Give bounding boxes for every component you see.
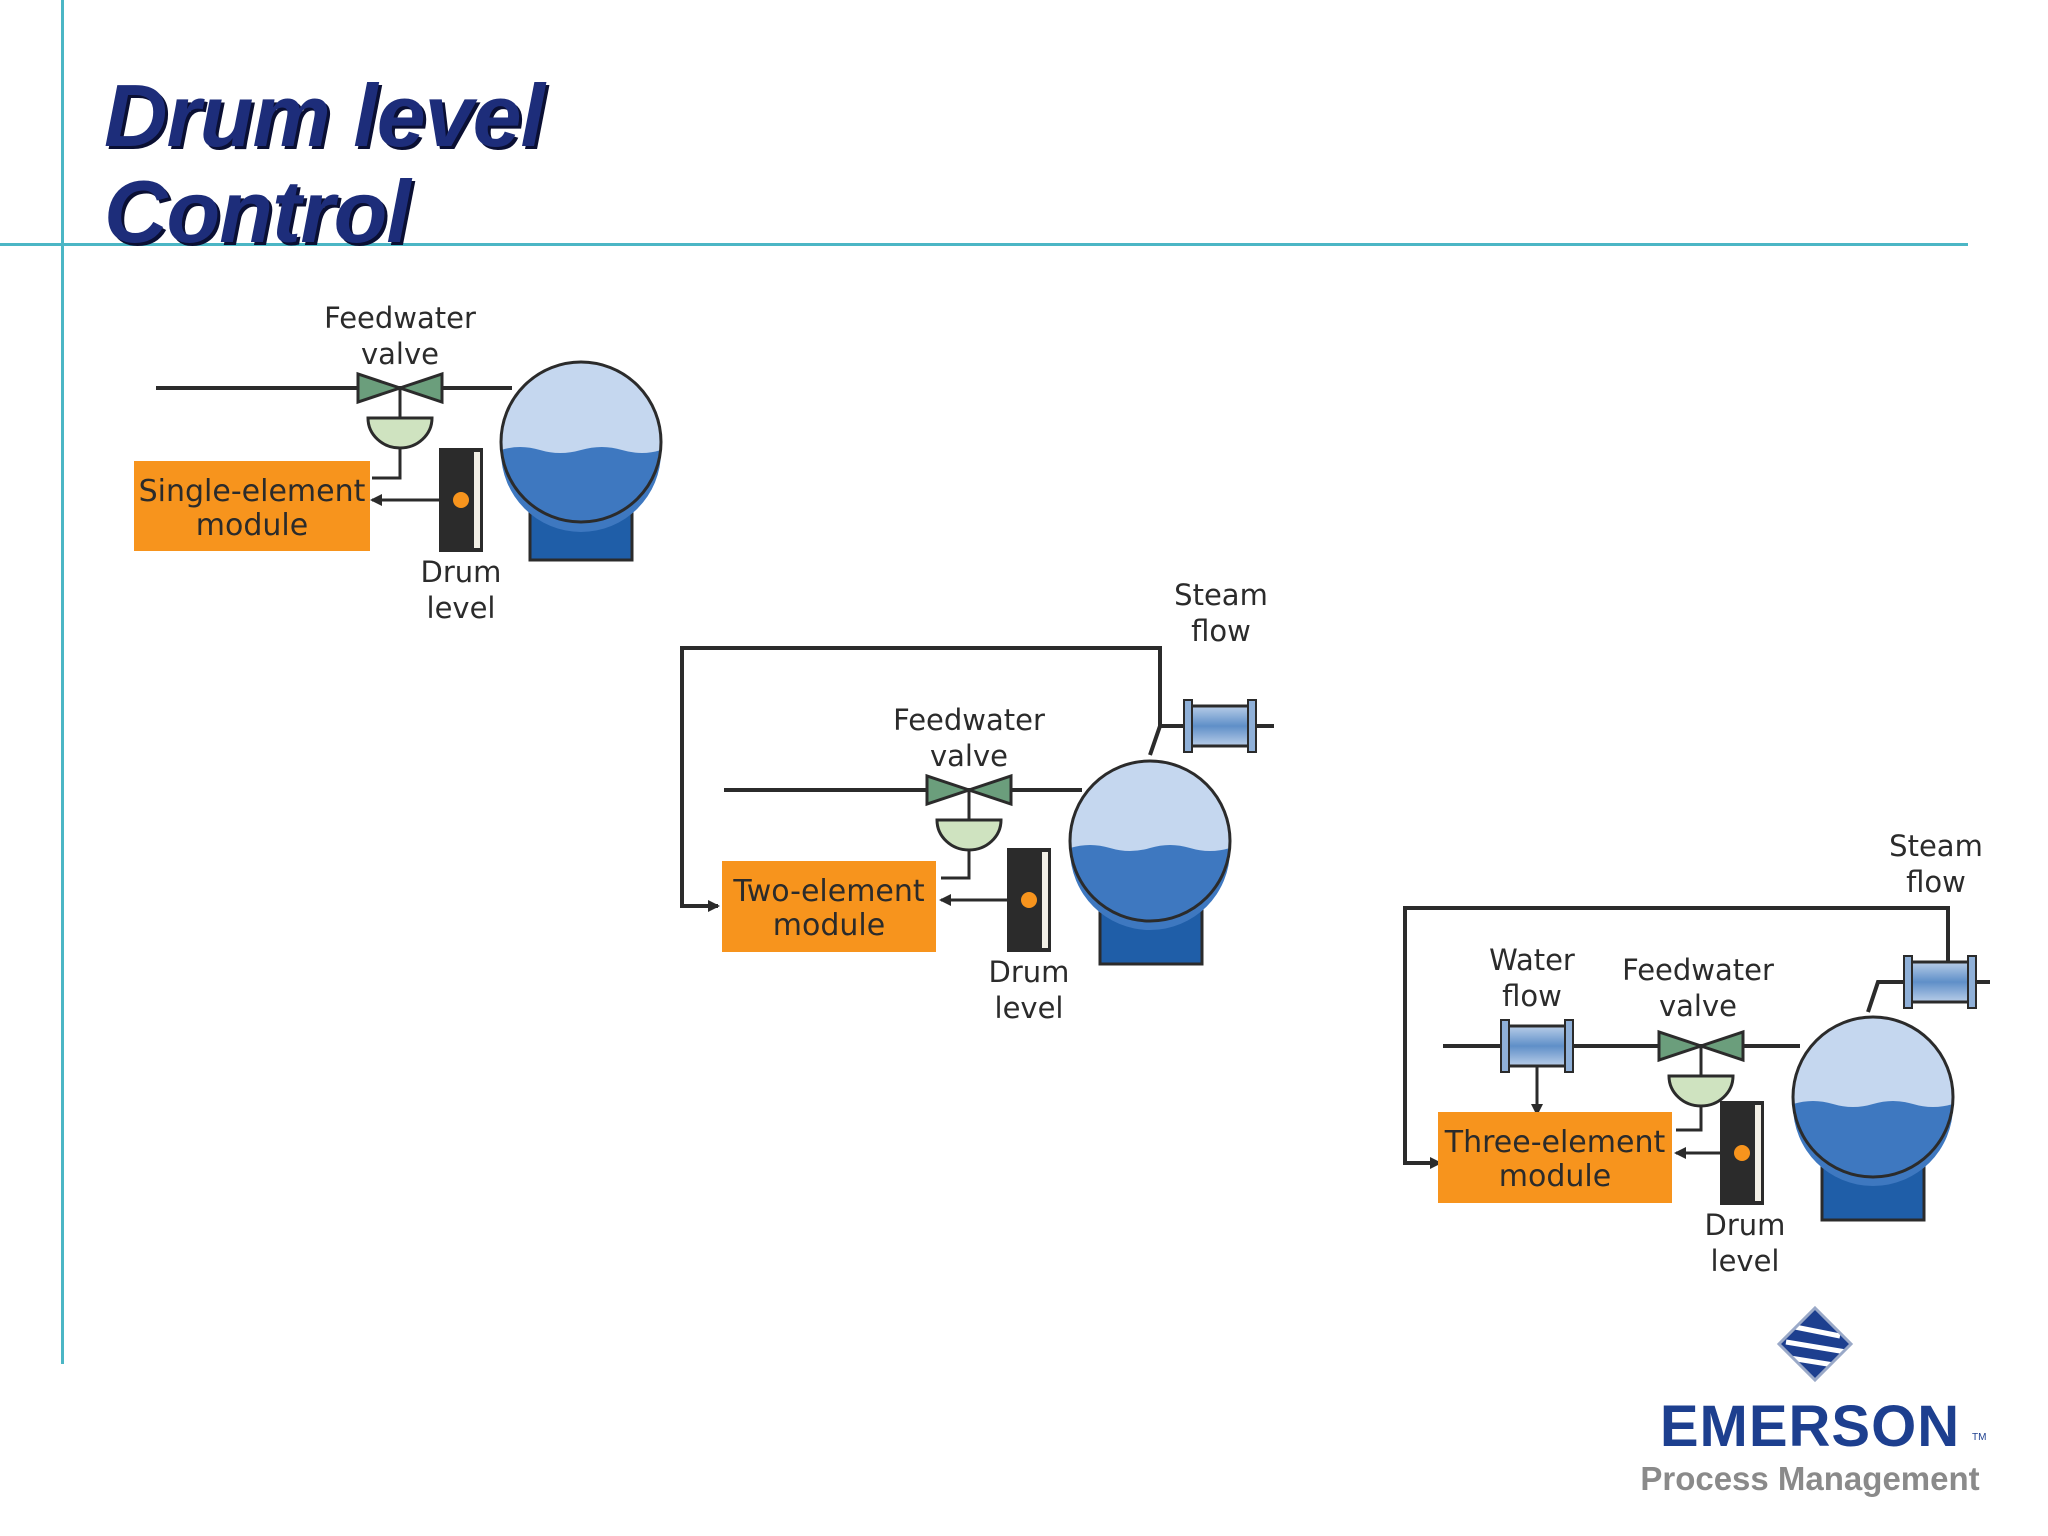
water-label-line2: flow [1502,979,1562,1013]
steam-flow-meter-icon [1903,955,1977,1009]
water-label-line1: Water [1489,943,1575,977]
steam-pipe-drum [1148,724,1188,756]
steam-label-line1: Steam [1174,578,1268,612]
module-label-line2: module [773,908,885,943]
level-gauge-icon [1007,848,1051,952]
level-label-line1: Drum [1705,1208,1786,1242]
module-label-line1: Single-element [139,474,366,509]
title-line-1: Drum level [104,66,545,165]
drum-icon [1791,1015,1955,1222]
feedwater-valve-icon [356,371,444,450]
feedwater-valve-icon [1657,1029,1745,1108]
steam-flow-meter-icon [1183,699,1257,753]
steam-label-line2: flow [1191,614,1251,648]
module-label-line2: module [196,508,308,543]
level-label-line1: Drum [421,555,502,589]
drum-icon [499,360,663,562]
emerson-subtitle: Process Management [1640,1460,1979,1497]
vertical-accent-line [61,0,64,1364]
emerson-diamond-icon [1776,1305,1854,1383]
single-element-diagram: Single-element module Feedwater valve Dr… [134,301,663,625]
valve-label-line2: valve [930,739,1008,773]
valve-label-line1: Feedwater [324,301,476,335]
module-label-line2: module [1499,1159,1611,1194]
valve-label-line1: Feedwater [893,703,1045,737]
level-label-line2: level [427,591,496,625]
three-element-module [1438,1112,1672,1203]
valve-signal-line [1676,1106,1703,1132]
three-element-diagram: Three-element module Steam flow Water fl… [1403,829,1990,1278]
level-label-line2: level [995,991,1064,1025]
steam-signal-line [1403,906,1950,1169]
water-flow-meter-icon [1500,1019,1574,1073]
valve-signal-line [941,850,971,880]
steam-pipe-drum [1866,980,1908,1013]
level-label-line2: level [1711,1244,1780,1278]
slide-title: Drum level Control [104,66,545,261]
valve-label-line2: valve [361,337,439,371]
trademark-mark: TM [1972,1432,1986,1443]
level-label-line1: Drum [989,955,1070,989]
valve-signal-line [372,448,402,480]
level-gauge-icon [439,448,483,552]
feedwater-valve-icon [925,773,1013,852]
two-element-diagram: Two-element module Steam flow Feedwater … [680,578,1274,1025]
valve-label-line2: valve [1659,989,1737,1023]
single-element-module [134,461,370,551]
title-line-2: Control [104,162,411,261]
level-gauge-icon [1720,1101,1764,1205]
emerson-logo: EMERSON TM Process Management [1640,1305,1986,1497]
valve-label-line1: Feedwater [1622,953,1774,987]
steam-label-line1: Steam [1889,829,1983,863]
emerson-wordmark: EMERSON [1660,1394,1960,1459]
two-element-module [722,861,936,952]
module-label-line1: Three-element [1444,1125,1666,1160]
drum-icon [1068,759,1232,966]
steam-label-line2: flow [1906,865,1966,899]
module-label-line1: Two-element [732,874,925,909]
horizontal-accent-line [0,243,1968,246]
